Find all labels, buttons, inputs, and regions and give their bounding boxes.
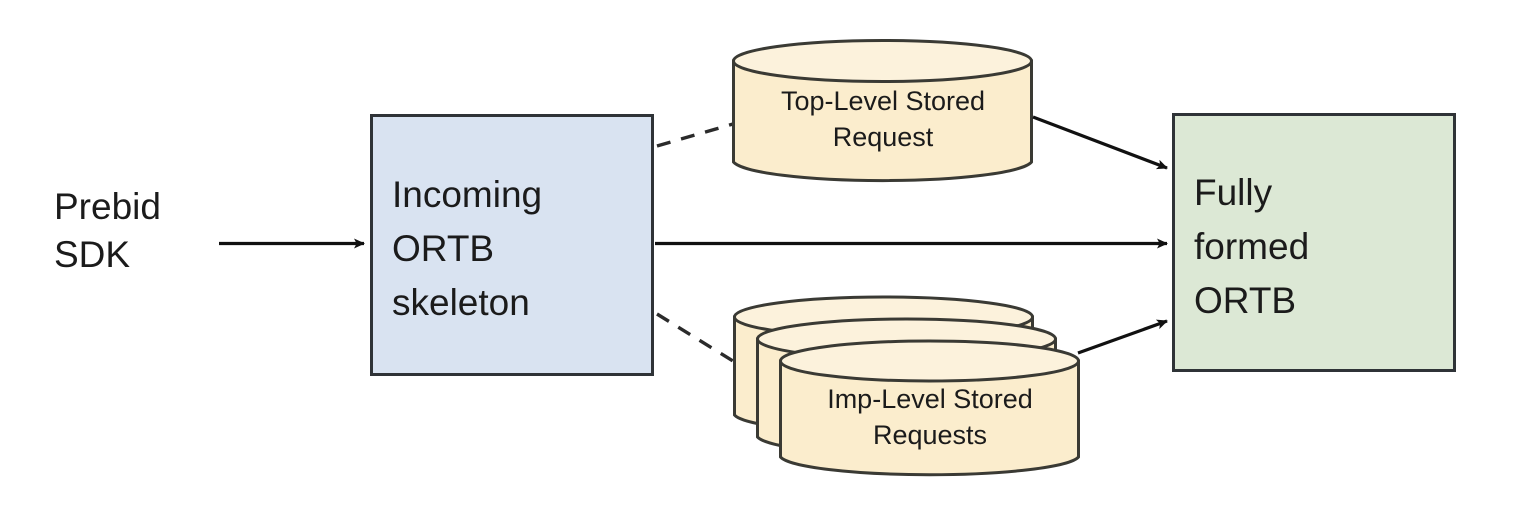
edge-imp-store-to-output (1077, 319, 1168, 355)
edge-top-store-to-output (1032, 115, 1168, 170)
node-fully-formed-ortb[interactable] (1172, 113, 1456, 372)
edge-skeleton-to-top-store (656, 122, 734, 148)
node-top-level-stored-request[interactable] (732, 39, 1033, 183)
edge-skeleton-to-imp-store (656, 312, 742, 368)
node-incoming-ortb-skeleton[interactable] (370, 114, 654, 376)
node-imp-level-stored-requests[interactable] (733, 295, 1080, 477)
